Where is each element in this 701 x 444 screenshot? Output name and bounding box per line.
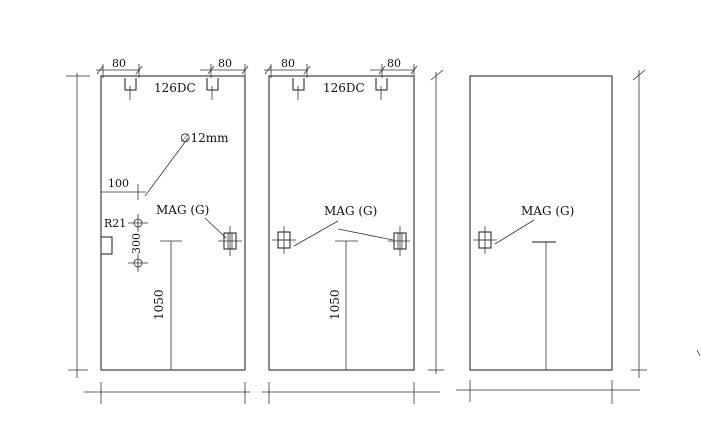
panel-3-mag-label: MAG (G) xyxy=(521,204,574,218)
panel-2-outline xyxy=(268,75,415,371)
panel-2-dim-tick xyxy=(264,65,272,75)
panel-2-top-bracket-left xyxy=(292,78,305,91)
panel-1-mag-leader xyxy=(204,217,227,239)
panel-1-outline xyxy=(100,75,246,371)
panel-1-side-bracket xyxy=(101,236,113,255)
panel-1-model-label: 126DC xyxy=(154,81,196,95)
panel-1-top-bracket-right xyxy=(206,78,219,91)
panel-1-offset-100-label: 100 xyxy=(108,177,129,190)
panel-3-overall-dim-tick xyxy=(632,69,646,81)
panel-1-dim-tick xyxy=(96,65,104,75)
panel-1-dim-80-left: 80 xyxy=(112,57,126,70)
panel-1: 80 80 126DC ∅12mm 100 R21 300 MAG (G) xyxy=(66,57,250,404)
panel-2-height-1050-label: 1050 xyxy=(328,289,342,320)
panel-2-dim-80-right: 80 xyxy=(387,57,401,70)
panel-1-mag-label: MAG (G) xyxy=(156,203,209,217)
panel-2-top-bracket-right xyxy=(375,78,388,91)
panel-1-dim-80-right: 80 xyxy=(218,57,232,70)
panel-1-top-bracket-left xyxy=(124,78,137,91)
panel-2-overall-dim-tick xyxy=(430,69,444,81)
panel-3-mag-leader xyxy=(494,219,535,245)
panel-2-mag-leader-left xyxy=(293,220,339,247)
panel-1-height-1050-label: 1050 xyxy=(152,289,166,320)
panel-2-model-label: 126DC xyxy=(323,81,365,95)
panel-3: MAG (G) xyxy=(456,69,701,404)
panel-1-spacing-300-label: 300 xyxy=(130,233,143,254)
panel-1-diameter-leader xyxy=(144,137,189,197)
panel-2-mag-leader-right xyxy=(337,228,394,241)
panel-3-outline xyxy=(469,75,613,371)
panel-1-hole-diameter-label: ∅12mm xyxy=(180,131,229,145)
panel-2-dim-80-left: 80 xyxy=(281,57,295,70)
stray-mark xyxy=(696,349,701,357)
panel-2-mag-label: MAG (G) xyxy=(324,204,377,218)
panel-1-radius-label: R21 xyxy=(104,217,126,230)
panel-2: 80 80 126DC MAG (G) 1050 xyxy=(262,57,444,404)
